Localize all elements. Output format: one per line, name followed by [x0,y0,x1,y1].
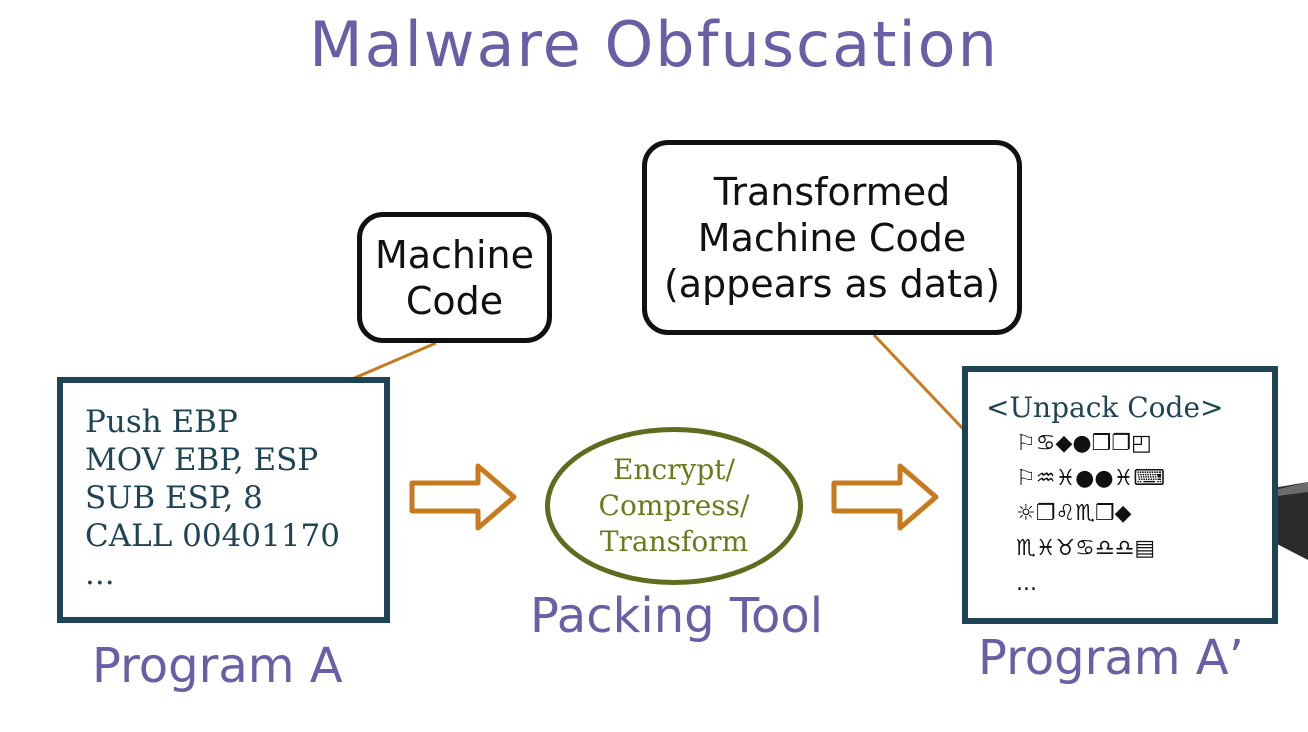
callout-line: Machine Code [697,215,967,260]
code-line: Push EBP [85,404,238,440]
obfuscated-line: ... [1016,571,1037,596]
arrow-a-to-tool [409,463,517,531]
transformed-code-callout: Transformed Machine Code (appears as dat… [642,140,1022,335]
obfuscated-line: ♏♓♉♋♎♎▤ [1016,536,1156,561]
code-line: MOV EBP, ESP [85,442,319,478]
packing-step: Transform [599,525,749,558]
callout-line: (appears as data) [663,261,1001,306]
program-a-label: Program A [92,638,343,694]
code-line: CALL 00401170 [85,518,340,554]
program-a-prime-box: <Unpack Code> ⚐♋◆●❒❐◰ ⚐♒♓●●♓⌨ ☼❐♌♏❒◆ ♏♓♉… [962,366,1278,624]
program-a-box: Push EBP MOV EBP, ESP SUB ESP, 8 CALL 00… [57,377,390,623]
obfuscated-line: ⚐♋◆●❒❐◰ [1016,431,1152,456]
machine-code-callout: Machine Code [357,212,552,343]
obfuscated-line: ⚐♒♓●●♓⌨ [1016,466,1166,491]
diagram-title: Malware Obfuscation [309,8,999,81]
unpack-code-header: <Unpack Code> [986,391,1224,424]
callout-line: Machine [374,232,535,277]
packing-step: Compress/ [598,489,750,522]
packing-tool-label: Packing Tool [530,588,824,644]
packing-tool-ellipse: Encrypt/ Compress/ Transform [545,427,803,585]
callout-line: Transformed [713,169,951,214]
packing-step: Encrypt/ [613,453,735,486]
code-line: ... [85,556,115,592]
program-a-prime-label: Program A’ [978,630,1244,686]
code-line: SUB ESP, 8 [85,480,263,516]
callout-line: Code [405,278,504,323]
arrow-tool-to-a-prime [831,463,939,531]
obfuscated-line: ☼❐♌♏❒◆ [1016,501,1132,526]
